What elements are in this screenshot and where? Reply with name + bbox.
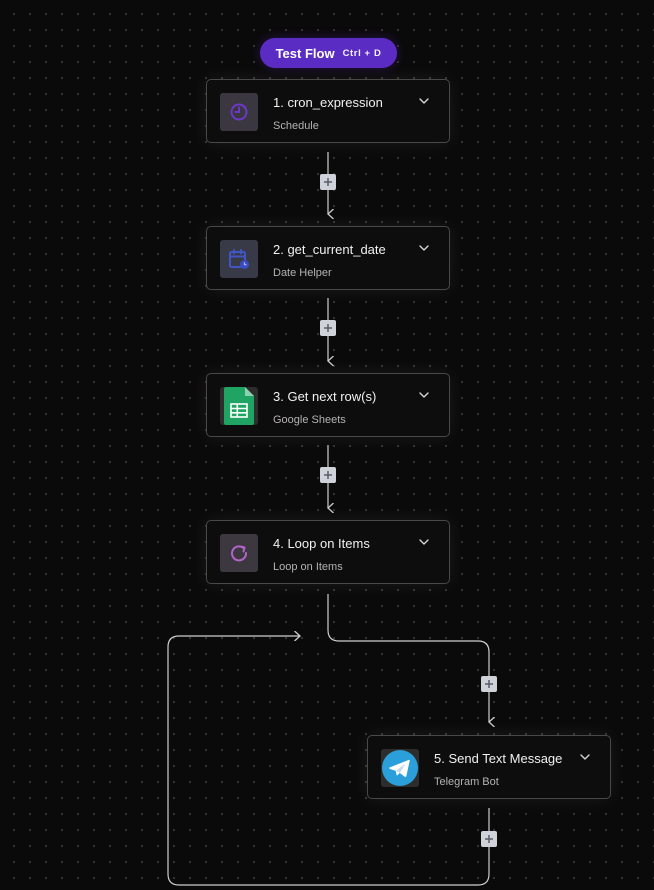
google-sheets-icon	[220, 387, 258, 425]
add-step-button[interactable]	[481, 676, 497, 692]
test-flow-button[interactable]: Test Flow Ctrl + D	[260, 38, 397, 68]
step-title: 4. Loop on Items	[273, 536, 370, 551]
add-step-button[interactable]	[320, 467, 336, 483]
step-get-current-date[interactable]: 2. get_current_date Date Helper	[206, 226, 450, 290]
test-flow-label: Test Flow	[275, 45, 335, 61]
step-subtitle: Telegram Bot	[434, 776, 499, 788]
plus-icon	[324, 324, 332, 332]
loop-icon	[220, 534, 258, 572]
chevron-down-icon[interactable]	[417, 388, 431, 402]
step-title: 3. Get next row(s)	[273, 389, 377, 404]
plus-icon	[485, 835, 493, 843]
connector-loop-to-step5	[327, 594, 489, 722]
add-step-button[interactable]	[320, 174, 336, 190]
step-loop-on-items[interactable]: 4. Loop on Items Loop on Items	[206, 520, 450, 584]
plus-icon	[324, 178, 332, 186]
plus-icon	[324, 471, 332, 479]
date-helper-icon	[220, 240, 258, 278]
telegram-icon	[381, 749, 419, 787]
step-subtitle: Date Helper	[273, 267, 332, 279]
chevron-down-icon[interactable]	[578, 750, 592, 764]
step-subtitle: Schedule	[273, 120, 319, 132]
add-step-button[interactable]	[320, 320, 336, 336]
step-send-text-message[interactable]: 5. Send Text Message Telegram Bot	[367, 735, 611, 799]
add-step-button[interactable]	[481, 831, 497, 847]
step-title: 1. cron_expression	[273, 95, 383, 110]
test-flow-shortcut: Ctrl + D	[342, 47, 382, 59]
step-cron-expression[interactable]: 1. cron_expression Schedule	[206, 79, 450, 143]
chevron-down-icon[interactable]	[417, 94, 431, 108]
step-title: 5. Send Text Message	[434, 751, 563, 766]
step-get-next-rows[interactable]: 3. Get next row(s) Google Sheets	[206, 373, 450, 437]
chevron-down-icon[interactable]	[417, 535, 431, 549]
step-title: 2. get_current_date	[273, 242, 386, 257]
plus-icon	[485, 680, 493, 688]
chevron-down-icon[interactable]	[417, 241, 431, 255]
step-subtitle: Google Sheets	[273, 414, 346, 426]
step-subtitle: Loop on Items	[273, 561, 343, 573]
schedule-clock-icon	[220, 93, 258, 131]
